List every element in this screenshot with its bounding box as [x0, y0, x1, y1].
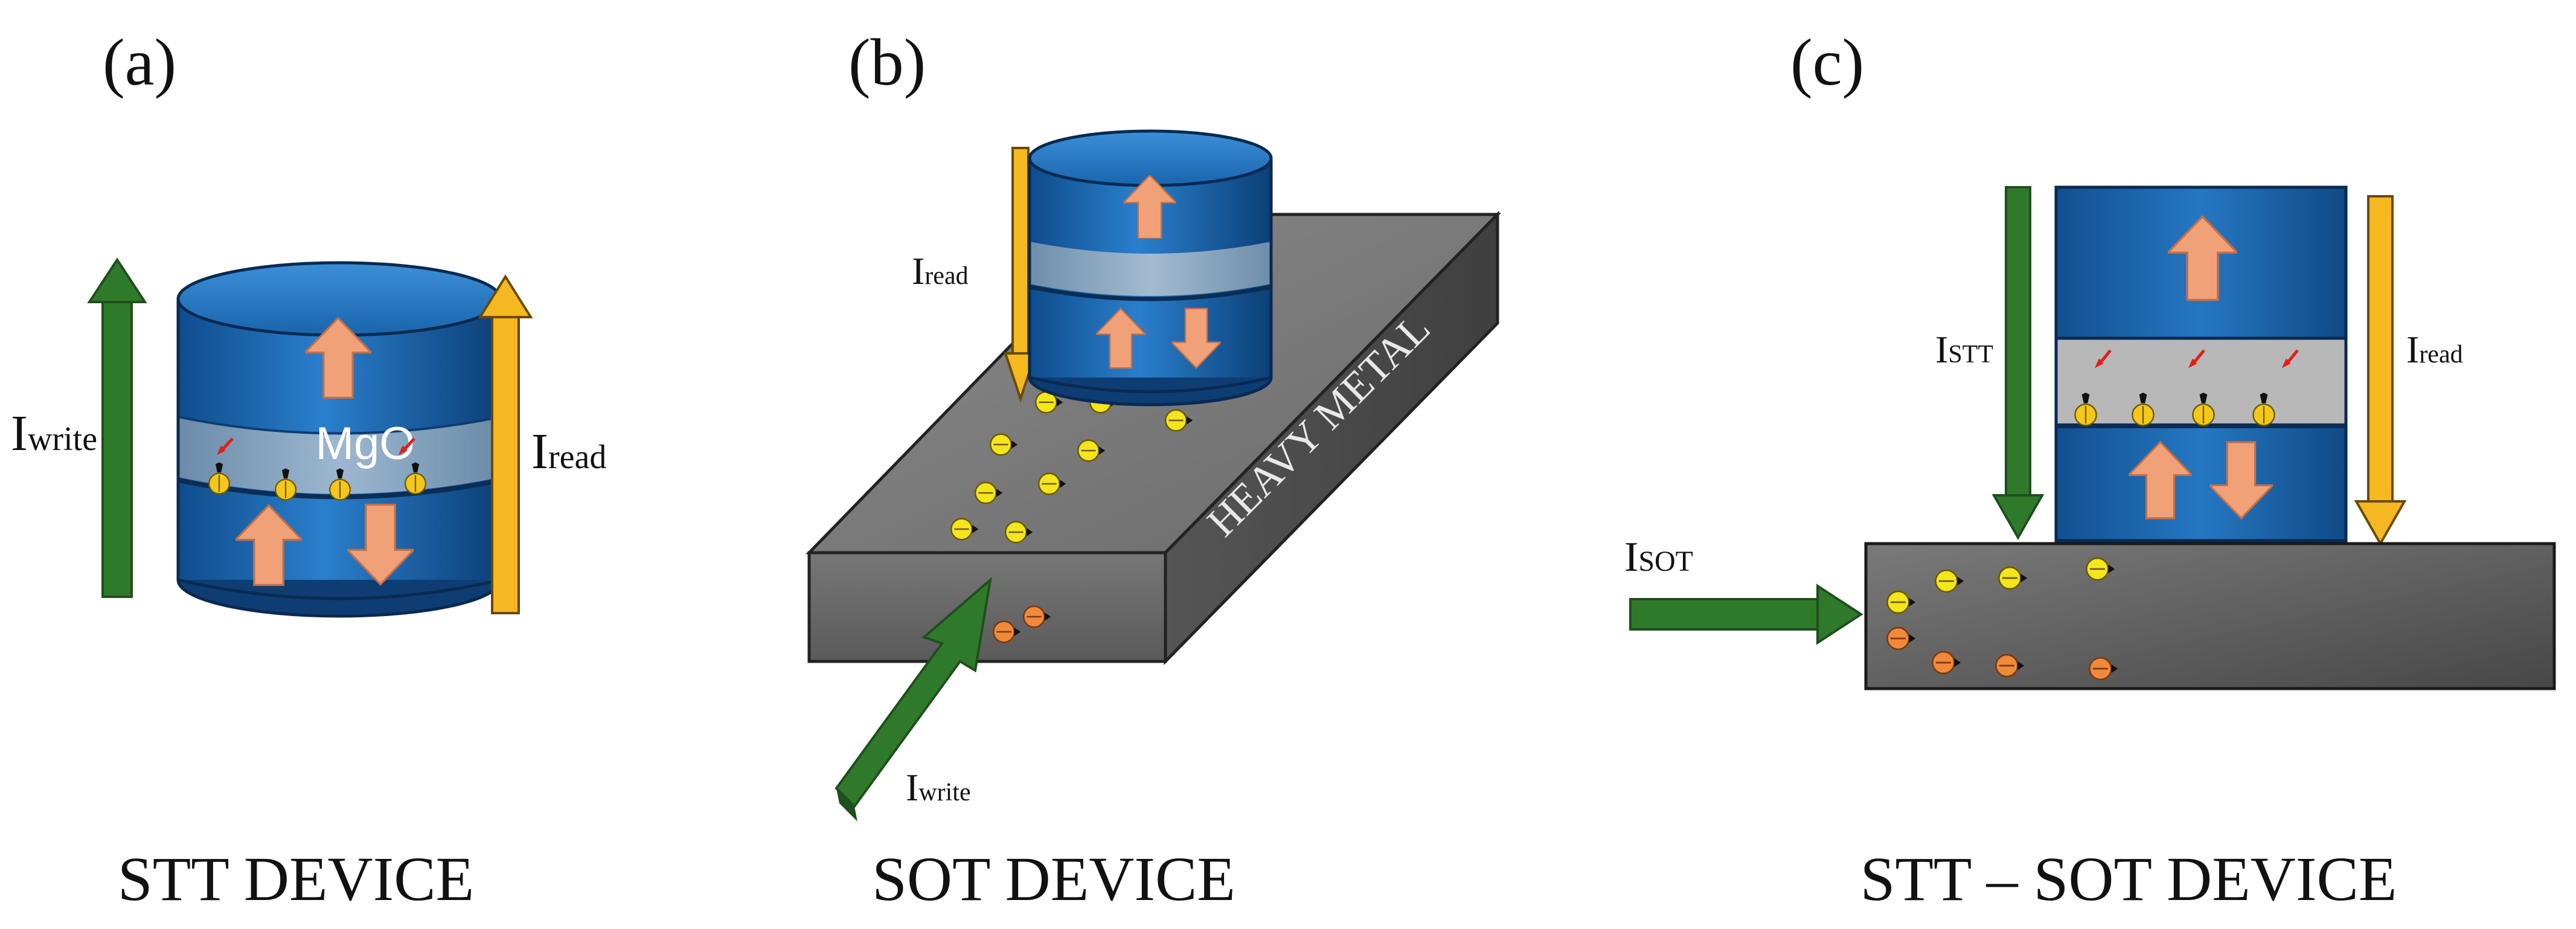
sot-current-label: ISOT: [1624, 534, 1693, 580]
panel-c: (c) ISTT Iread: [1624, 25, 2556, 914]
write-current-label: Iwrite: [11, 405, 97, 461]
fixed-layer: [2054, 424, 2348, 542]
read-current-arrow: [478, 274, 533, 614]
stt-current-label: ISTT: [1935, 328, 1993, 371]
sot-current-arrow: [1629, 583, 1863, 645]
mtj-pillar: [1028, 129, 1273, 407]
read-current-arrow: [2354, 195, 2407, 547]
panel-c-letter: (c): [1790, 25, 1864, 99]
slab-side-face: [1164, 210, 1499, 666]
read-current-label: Iread: [531, 423, 606, 480]
panel-b-caption: SOT DEVICE: [872, 844, 1235, 914]
slab-front-face: [807, 551, 1167, 663]
panel-b: (b) HEAVY METAL Iread: [806, 25, 1501, 914]
mtj-pillar: MgO: [176, 261, 503, 618]
write-current-arrow: [835, 576, 992, 821]
heavy-metal-layer: [1864, 542, 2556, 690]
panel-a-caption: STT DEVICE: [118, 844, 474, 914]
read-current-label: Iread: [2406, 328, 2463, 371]
write-current-arrow: [87, 257, 147, 598]
panel-a-letter: (a): [103, 25, 176, 99]
panel-c-caption: STT – SOT DEVICE: [1860, 844, 2397, 914]
barrier-layer: [1030, 242, 1271, 296]
panel-a: (a) Iwrite MgO: [11, 25, 606, 914]
interface-spins: [208, 437, 427, 501]
panel-b-letter: (b): [848, 25, 926, 99]
interface-spins: [2074, 349, 2299, 426]
mgo-label: MgO: [316, 418, 415, 469]
write-current-label: Iwrite: [906, 766, 971, 809]
read-current-label: Iread: [912, 249, 969, 292]
stt-current-arrow: [1991, 186, 2045, 541]
